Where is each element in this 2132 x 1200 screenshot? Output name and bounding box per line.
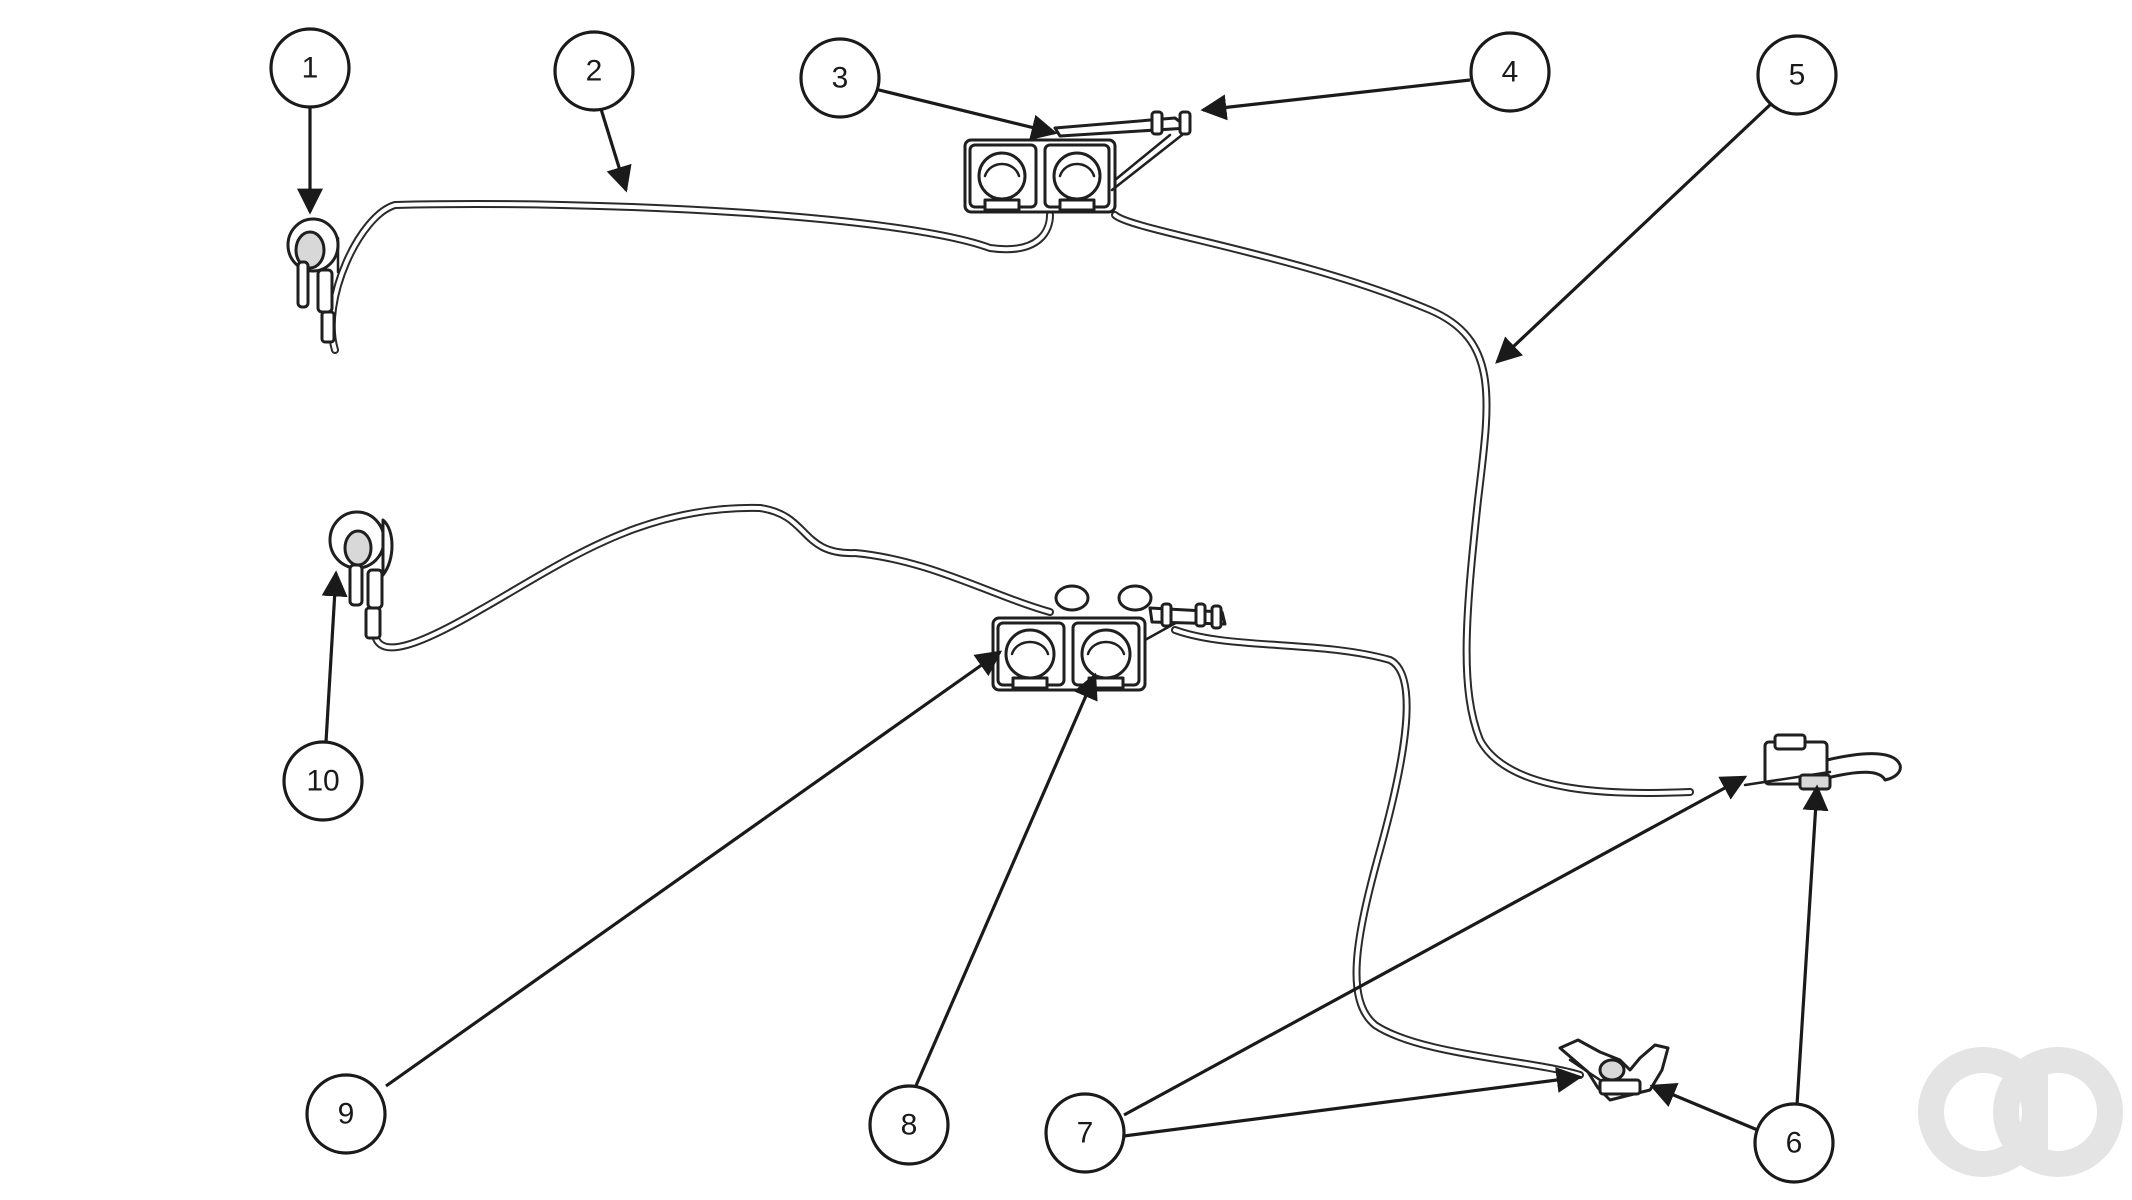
sensor-right-icon <box>1743 733 1902 791</box>
lower-left-harness-cable <box>371 503 1054 652</box>
lower-relay-block-icon <box>991 584 1227 692</box>
long-harness-cable <box>1111 211 1694 798</box>
callout-8: 8 <box>868 1084 950 1166</box>
callout-3: 3 <box>799 37 881 119</box>
callout-2: 2 <box>553 30 635 112</box>
callout-5-label: 5 <box>1789 59 1806 92</box>
leader-7b <box>1123 1067 1583 1138</box>
callout-9-label: 9 <box>338 1098 355 1131</box>
leader-lines <box>297 78 1829 1138</box>
grommet-connector-lower-icon <box>328 510 394 640</box>
callout-6-label: 6 <box>1786 1127 1803 1160</box>
leader-6a <box>1649 1083 1761 1133</box>
grommet-connector-top-icon <box>286 217 340 344</box>
callout-6: 6 <box>1753 1102 1835 1184</box>
lower-right-harness-cable <box>1171 626 1584 1079</box>
callout-4-label: 4 <box>1502 56 1519 89</box>
callout-1: 1 <box>269 27 351 109</box>
ao-logo-icon <box>1918 1047 2123 1177</box>
leader-6b <box>1795 784 1829 1106</box>
callout-4: 4 <box>1469 31 1551 113</box>
callout-10: 10 <box>282 740 364 822</box>
upper-harness-cable <box>327 200 1054 354</box>
leader-9 <box>385 650 1003 1088</box>
leader-5 <box>1495 101 1774 364</box>
callout-5: 5 <box>1756 34 1838 116</box>
callout-1-label: 1 <box>302 52 319 85</box>
sensor-clip-bottom-icon <box>1558 1038 1670 1102</box>
callout-7-label: 7 <box>1077 1117 1094 1150</box>
leader-10 <box>321 570 348 743</box>
leader-2 <box>599 108 632 193</box>
callout-3-label: 3 <box>832 62 849 95</box>
callout-2-label: 2 <box>586 55 603 88</box>
callout-7: 7 <box>1044 1092 1126 1174</box>
leader-4 <box>1200 78 1471 121</box>
callout-10-label: 10 <box>306 765 339 798</box>
leader-8 <box>913 672 1098 1089</box>
callout-9: 9 <box>305 1073 387 1155</box>
upper-relay-block-icon <box>963 110 1192 214</box>
callout-8-label: 8 <box>901 1109 918 1142</box>
leader-3 <box>874 87 1058 141</box>
leader-7a <box>1123 775 1748 1117</box>
